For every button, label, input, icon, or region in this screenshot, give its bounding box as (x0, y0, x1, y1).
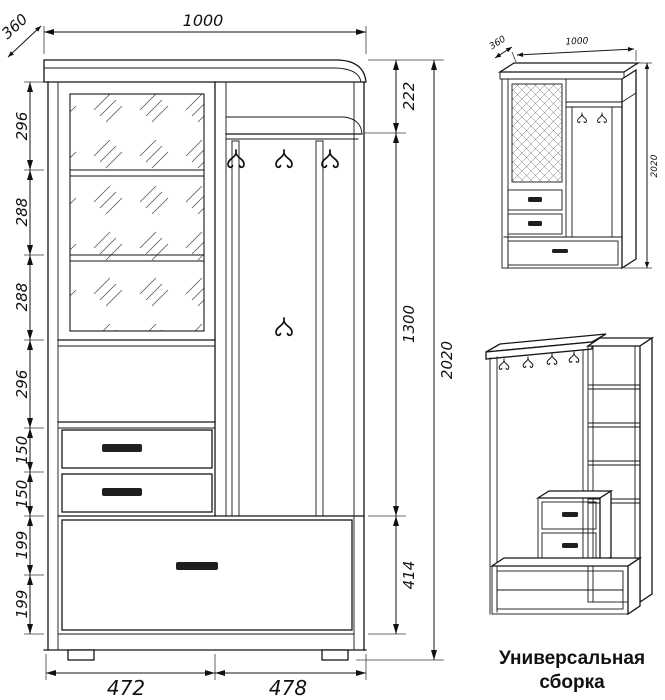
foot-right (321, 649, 349, 661)
iso2-base-side (627, 556, 641, 616)
coat-hook-icon (275, 149, 293, 169)
foot-left (67, 649, 95, 661)
dim-left-3: 288 (13, 283, 31, 312)
base-cabinet (61, 519, 353, 631)
iso-dim-depth: 360 (488, 34, 508, 52)
dim-left-4: 296 (13, 370, 31, 399)
iso1-front-face (501, 78, 623, 269)
drawer-handle (102, 444, 142, 452)
iso1-mirror (511, 83, 563, 183)
iso1-dimensions: 360 1000 2020 (488, 34, 660, 269)
mirror-section (57, 93, 216, 347)
caption-line-2: сборка (539, 672, 605, 693)
iso1-canopy-top (497, 62, 641, 73)
dim-left-1: 296 (13, 112, 31, 141)
coat-hook-icon (498, 358, 510, 370)
cabinet-door (61, 519, 353, 631)
caption: Универсальная сборка (499, 648, 645, 693)
coat-hook-icon (568, 351, 580, 363)
iso2-shelf-column (587, 345, 641, 603)
dim-left-7: 199 (13, 531, 31, 560)
main-front-view (43, 59, 367, 661)
iso2-drawer-top (541, 501, 597, 530)
iso2-base-top (489, 557, 643, 567)
dimensions-main-view: 296 288 288 296 150 150 199 199 222 1300… (0, 10, 456, 700)
drawer-handle (102, 488, 142, 496)
drawer-handle (528, 221, 542, 226)
dimension-top-depth: 360 (0, 10, 42, 58)
top-canopy (43, 59, 367, 83)
dim-right-1: 222 (400, 82, 418, 111)
iso1-right-side (621, 68, 637, 270)
coat-hook-icon (597, 112, 607, 123)
iso-dim-height: 2020 (650, 154, 660, 177)
iso2-drawerbox (537, 497, 601, 565)
drawer-unit (57, 421, 365, 517)
iso1-cabinet-door (507, 240, 619, 266)
dimension-left-chain: 296 288 288 296 150 150 199 199 (13, 82, 33, 634)
coat-hook-icon (577, 112, 587, 123)
coat-hook-panel (227, 140, 339, 517)
caption-line-1: Универсальная (499, 648, 645, 669)
iso-dim-width: 1000 (565, 36, 589, 47)
dim-top-width-label: 1000 (183, 11, 224, 30)
door-handle (552, 249, 568, 253)
dim-left-8: 199 (13, 590, 31, 619)
dimension-top-width: 1000 (43, 11, 367, 54)
left-side-panel (47, 81, 59, 651)
dim-left-6: 150 (13, 480, 31, 509)
center-divider-panel (214, 81, 227, 517)
dim-right-3: 414 (400, 561, 418, 590)
iso1-canopy-front (499, 71, 625, 80)
iso2-drawerbox-top (535, 490, 614, 499)
coat-hook-icon (522, 356, 534, 368)
dimension-bottom: 472 478 (45, 654, 367, 700)
dim-total-height-label: 2020 (438, 341, 456, 379)
dim-left-2: 288 (13, 198, 31, 227)
coat-hook-icon (546, 353, 558, 365)
drawer-handle (562, 543, 578, 548)
dim-bottom-right-label: 478 (269, 676, 307, 700)
coat-hook-icon (275, 317, 293, 337)
drawer-top (61, 429, 213, 469)
mirror-glass (69, 93, 205, 332)
door-handle (176, 562, 218, 570)
dim-right-2: 1300 (400, 305, 418, 343)
iso-view-alternate (485, 333, 655, 616)
iso1-drawer-top (507, 189, 563, 211)
drawer-handle (562, 512, 578, 517)
iso2-drawerbox-side (599, 489, 612, 566)
dimension-total-height: 2020 (431, 60, 456, 660)
dim-bottom-left-label: 472 (107, 676, 145, 700)
drawer-handle (528, 197, 542, 202)
right-side-panel (353, 81, 365, 651)
base-plinth (43, 633, 367, 661)
right-top-shelf (225, 116, 363, 140)
drawer-bottom (61, 473, 213, 513)
dim-top-depth-label: 360 (0, 10, 31, 43)
iso1-drawer-bottom (507, 213, 563, 235)
coat-hook-icon (227, 149, 245, 169)
iso2-base-cabinet (491, 565, 629, 615)
iso2-shelf-column-side (639, 336, 653, 604)
dimension-right-chain: 222 1300 414 (393, 60, 418, 634)
coat-hook-icon (321, 149, 339, 169)
dim-left-5: 150 (13, 436, 31, 465)
iso2-shelves (588, 384, 640, 504)
iso-view-assembled: 360 1000 2020 (488, 34, 660, 270)
